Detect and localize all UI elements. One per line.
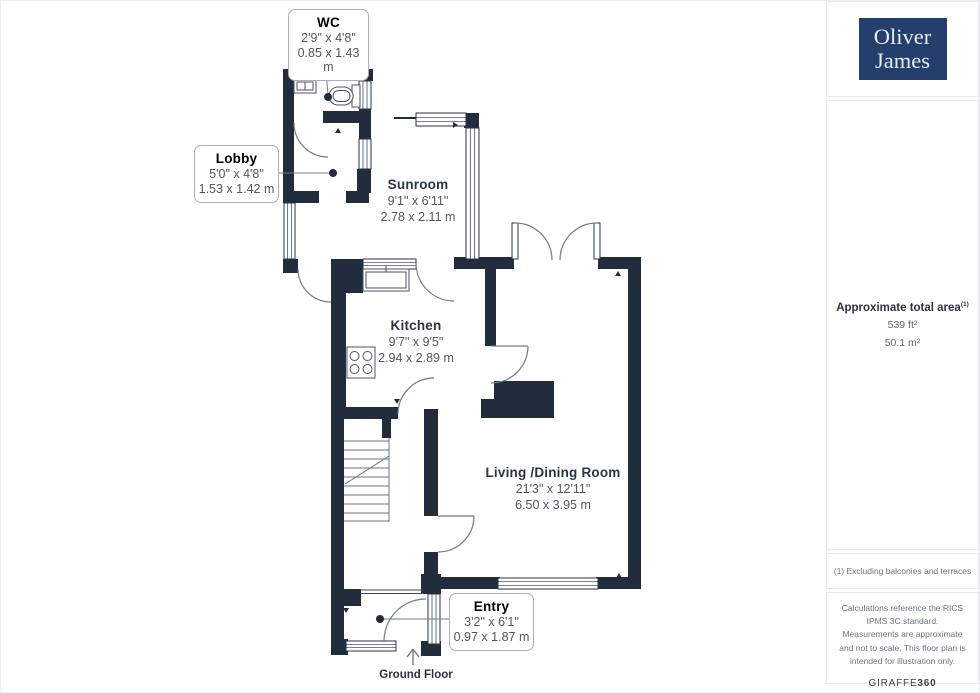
wc-basin [293,78,317,94]
area-title-text: Approximate total area [836,301,961,314]
room-dim-imperial: 9'1" x 6'11" [387,194,449,208]
window-sunroom-west [283,202,296,260]
giraffe-text: GIRAFFE [868,677,918,689]
door-kitchen-hall [397,377,435,415]
room-dim-metric: 1.53 x 1.42 m [198,182,275,196]
logo-card: Oliver James [826,1,979,97]
window-wc-east [358,80,372,110]
giraffe360-logo: GIRAFFE360 [839,676,966,692]
window-sunroom-east [465,127,480,260]
area-sqm: 50.1 m² [884,337,921,350]
toilet [328,84,361,108]
door-swing-arcs [293,122,598,642]
disclaimer-text: Calculations reference the RICS IPMS 3C … [839,603,966,666]
room-name: Entry [473,599,510,614]
room-label-sunroom: Sunroom 9'1" x 6'11" 2.78 x 2.11 m [338,177,498,224]
room-name: Lobby [215,151,258,166]
room-dim-imperial: 2'9" x 4'8" [301,31,356,45]
room-dim-imperial: 5'0" x 4'8" [209,167,264,181]
total-area-card: Approximate total area(1) 539 ft² 50.1 m… [826,100,979,550]
callout-lobby: Lobby 5'0" x 4'8" 1.53 x 1.42 m [194,145,279,203]
room-name: WC [317,15,340,30]
room-label-kitchen: Kitchen 9'7" x 9'5" 2.94 x 2.89 m [336,318,496,365]
room-dim-metric: 0.97 x 1.87 m [453,630,530,644]
window-living-south [497,577,599,590]
entrance-arrow-icon [406,648,420,665]
area-title: Approximate total area(1) [836,301,969,314]
window-sunroom-north [415,112,467,127]
fixtures [293,78,410,379]
door-hall-living [437,515,475,553]
room-label-living-dining: Living /Dining Room 21'3" x 12'11" 6.50 … [453,465,653,512]
area-title-superscript: (1) [960,300,969,308]
door-wc [293,122,329,158]
logo-line1: Oliver [873,24,932,50]
room-dim-metric: 2.94 x 2.89 m [378,351,454,365]
french-door-leaves [511,222,601,260]
room-dim-metric: 2.78 x 2.11 m [380,210,456,224]
room-dim-metric: 6.50 x 3.95 m [515,498,591,512]
window-kitchen-north [362,258,417,270]
window-entry-south [345,640,397,652]
info-sidebar: Oliver James Approximate total area(1) 5… [826,1,979,692]
room-dim-metric: 0.85 x 1.43 m [297,46,360,74]
window-lobby-east [358,138,372,170]
door-kitchen-north [415,262,455,302]
stove [346,346,376,379]
kitchen-sink [362,265,410,292]
hall-entry-threshold [361,589,424,594]
room-dim-imperial: 9'7" x 9'5" [388,335,444,349]
door-sunroom-kitchen [297,268,332,303]
chimney-breast [481,381,554,418]
staircase [344,438,390,522]
room-name: Living /Dining Room [485,465,621,480]
french-door-left-arc [514,222,553,261]
walls [283,69,641,656]
door-kitchen-living [490,345,529,384]
windows [283,80,599,652]
room-dim-imperial: 3'2" x 6'1" [464,615,519,629]
area-sqft: 539 ft² [887,319,918,332]
floor-label: Ground Floor [379,669,453,681]
giraffe-360-text: 360 [917,677,937,689]
room-dim-imperial: 21'3" x 12'11" [515,482,591,496]
door-entry-front [383,598,427,642]
oliver-james-logo: Oliver James [858,18,947,80]
room-name: Sunroom [387,177,449,192]
callout-entry: Entry 3'2" x 6'1" 0.97 x 1.87 m [449,593,534,651]
french-door-right-arc [559,222,598,261]
footnote-card: (1) Excluding balconies and terraces [826,553,979,589]
callout-wc: WC 2'9" x 4'8" 0.85 x 1.43 m [288,9,369,81]
disclaimer-card: Calculations reference the RICS IPMS 3C … [826,592,979,689]
room-name: Kitchen [390,318,442,333]
logo-line2: James [875,48,930,73]
